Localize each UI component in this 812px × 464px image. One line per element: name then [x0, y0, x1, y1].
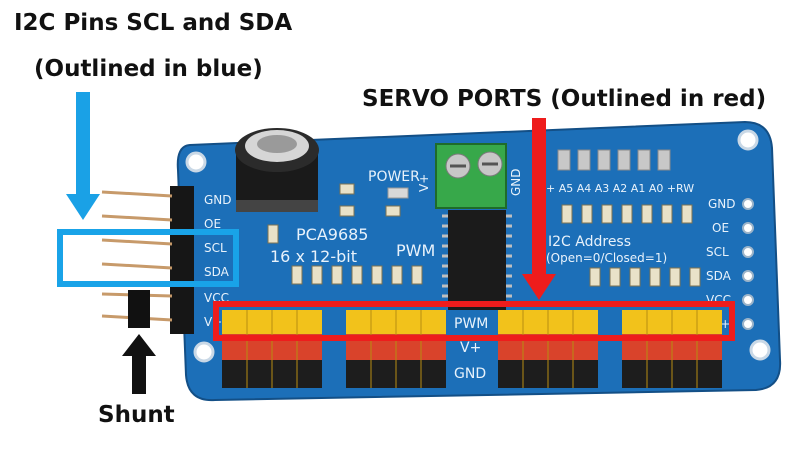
capacitor — [235, 128, 319, 212]
left-pin-sda: SDA — [204, 265, 230, 279]
servo-headers — [222, 310, 722, 388]
terminal-block — [435, 143, 507, 209]
i2c-address-label: I2C Address — [548, 234, 631, 250]
mount-hole — [185, 151, 207, 173]
power-led — [387, 187, 409, 199]
right-header-pads — [742, 198, 754, 330]
smd-resistor-row — [291, 204, 701, 287]
address-hint-label: (Open=0/Closed=1) — [546, 251, 667, 265]
address-jumper-pads — [557, 149, 671, 171]
resolution-label: 16 x 12-bit — [270, 247, 357, 266]
right-pin-gnd: GND — [708, 197, 736, 211]
mount-hole — [737, 129, 759, 151]
servo-annotation-title: SERVO PORTS (Outlined in red) — [362, 86, 767, 112]
i2c-blue-outline — [57, 229, 239, 287]
servo-red-outline — [213, 301, 735, 341]
red-arrow — [522, 118, 556, 300]
terminal-vplus-label: V+ — [417, 174, 431, 192]
rail-vplus-label: V+ — [460, 340, 481, 356]
i2c-annotation-title: I2C Pins SCL and SDA — [14, 10, 293, 36]
left-header — [101, 186, 194, 334]
right-pin-sda: SDA — [706, 269, 732, 283]
rail-pwm-label: PWM — [454, 316, 488, 332]
shunt-annotation: Shunt — [98, 402, 175, 428]
pca9685-chip — [442, 210, 512, 310]
address-jumpers-label: + A5 A4 A3 A2 A1 A0 +RW — [546, 182, 694, 195]
left-pin-scl: SCL — [204, 241, 227, 255]
blue-arrow — [66, 92, 100, 220]
rail-gnd-label: GND — [454, 366, 486, 382]
chip-name-label: PCA9685 — [296, 225, 368, 244]
right-pin-oe: OE — [712, 221, 729, 235]
black-arrow — [122, 334, 156, 394]
right-pin-scl: SCL — [706, 245, 729, 259]
left-pin-oe: OE — [204, 217, 221, 231]
left-pin-gnd: GND — [204, 193, 232, 207]
mount-hole — [193, 341, 215, 363]
terminal-gnd-label: GND — [509, 168, 523, 196]
pwm-label: PWM — [396, 241, 435, 260]
i2c-annotation-subtitle: (Outlined in blue) — [34, 56, 263, 82]
smd-resistors — [267, 183, 401, 244]
shunt-block — [128, 290, 150, 328]
mount-hole — [749, 339, 771, 361]
power-label: POWER — [368, 169, 420, 185]
